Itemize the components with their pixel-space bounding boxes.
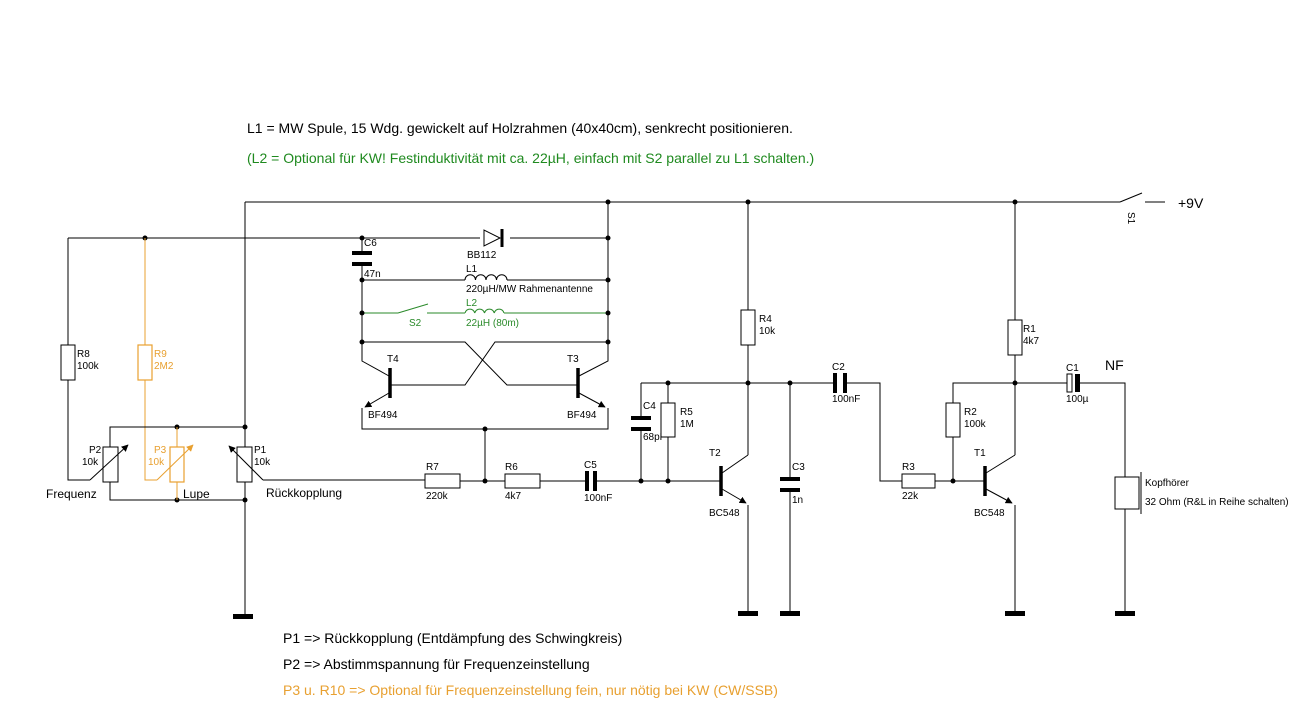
supply-label: +9V xyxy=(1178,195,1204,211)
capacitor-c1: C1 100µ xyxy=(1066,363,1126,477)
svg-text:S2: S2 xyxy=(409,318,422,329)
svg-text:T4: T4 xyxy=(387,354,399,365)
svg-text:2M2: 2M2 xyxy=(154,361,174,372)
svg-text:P2: P2 xyxy=(89,445,102,456)
svg-text:220µH/MW Rahmenantenne: 220µH/MW Rahmenantenne xyxy=(466,284,593,295)
svg-text:BB112: BB112 xyxy=(467,250,497,261)
svg-text:4k7: 4k7 xyxy=(1023,336,1040,347)
resistor-r5: R5 1M xyxy=(660,383,694,481)
svg-text:T2: T2 xyxy=(709,448,721,459)
resistor-r1: R1 4k7 xyxy=(1007,202,1040,455)
svg-text:R6: R6 xyxy=(505,462,518,473)
svg-text:R5: R5 xyxy=(680,407,693,418)
svg-text:R9: R9 xyxy=(154,349,167,360)
svg-text:Lupe: Lupe xyxy=(183,487,210,501)
svg-text:100nF: 100nF xyxy=(584,493,612,504)
svg-text:68pF: 68pF xyxy=(643,432,666,443)
resistor-r6: R6 4k7 xyxy=(504,462,585,502)
svg-text:BC548: BC548 xyxy=(709,508,740,519)
note-l1: L1 = MW Spule, 15 Wdg. gewickelt auf Hol… xyxy=(247,120,793,136)
svg-text:100nF: 100nF xyxy=(832,394,860,405)
svg-text:T3: T3 xyxy=(567,354,579,365)
potentiometer-p3[interactable]: P3 10k Lupe xyxy=(148,427,210,501)
svg-text:C1: C1 xyxy=(1066,363,1079,374)
resistor-r8: R8 100k xyxy=(60,238,100,481)
svg-text:220k: 220k xyxy=(426,491,449,502)
svg-text:BC548: BC548 xyxy=(974,508,1005,519)
s1-label: S1 xyxy=(1125,212,1136,225)
svg-text:47n: 47n xyxy=(364,269,381,280)
footer-p2: P2 => Abstimmspannung für Frequenzeinste… xyxy=(283,656,590,672)
potentiometer-p1[interactable]: P1 10k Rückkopplung xyxy=(228,445,425,500)
resistor-r3: R3 22k xyxy=(901,462,985,502)
headphone-output: Kopfhörer 32 Ohm (R&L in Reihe schalten) xyxy=(1114,472,1289,616)
footer-p3: P3 u. R10 => Optional für Frequenzeinste… xyxy=(283,682,778,698)
inductor-l1: L1 220µH/MW Rahmenantenne xyxy=(359,264,611,295)
svg-text:Rückkopplung: Rückkopplung xyxy=(266,486,342,500)
svg-text:22µH (80m): 22µH (80m) xyxy=(466,318,519,329)
resistor-r2: R2 100k xyxy=(945,380,1067,481)
capacitor-c4: C4 68pF xyxy=(631,383,666,481)
svg-text:1n: 1n xyxy=(792,495,803,506)
potentiometer-p2[interactable]: P2 10k Frequenz xyxy=(46,444,129,501)
capacitor-c3: C3 1n xyxy=(780,383,805,616)
svg-text:10k: 10k xyxy=(759,326,776,337)
svg-text:P3: P3 xyxy=(154,445,167,456)
svg-text:C2: C2 xyxy=(832,362,845,373)
svg-text:L1: L1 xyxy=(466,264,478,275)
svg-text:4k7: 4k7 xyxy=(505,491,522,502)
svg-text:R1: R1 xyxy=(1023,324,1036,335)
wire-tank-top xyxy=(68,202,609,342)
note-l2: (L2 = Optional für KW! Festinduktivität … xyxy=(247,150,814,166)
svg-text:Kopfhörer: Kopfhörer xyxy=(1145,478,1190,489)
svg-text:100k: 100k xyxy=(964,419,987,430)
oscillator-pair: T4 BF494 T3 BF494 xyxy=(359,339,611,481)
svg-text:C3: C3 xyxy=(792,462,805,473)
svg-text:C5: C5 xyxy=(584,460,597,471)
svg-text:32 Ohm (R&L in Reihe schalten): 32 Ohm (R&L in Reihe schalten) xyxy=(1145,497,1289,508)
svg-text:R3: R3 xyxy=(902,462,915,473)
svg-text:100µ: 100µ xyxy=(1066,394,1089,405)
svg-text:BF494: BF494 xyxy=(368,410,398,421)
diode-bb112: BB112 xyxy=(467,229,504,261)
svg-text:T1: T1 xyxy=(974,448,986,459)
svg-text:BF494: BF494 xyxy=(567,410,597,421)
svg-text:R4: R4 xyxy=(759,314,772,325)
svg-text:1M: 1M xyxy=(680,419,694,430)
transistor-t2: T2 BC548 xyxy=(709,448,758,616)
svg-text:10k: 10k xyxy=(82,457,99,468)
footer-p1: P1 => Rückkopplung (Entdämpfung des Schw… xyxy=(283,630,622,646)
svg-text:L2: L2 xyxy=(466,298,478,309)
supply-rail: S1 +9V xyxy=(245,192,1204,225)
capacitor-c5: C5 100nF xyxy=(584,460,720,504)
nf-label: NF xyxy=(1105,357,1124,373)
resistor-r7: R7 220k xyxy=(424,462,505,502)
svg-text:22k: 22k xyxy=(902,491,919,502)
svg-text:R7: R7 xyxy=(426,462,439,473)
svg-text:R2: R2 xyxy=(964,407,977,418)
capacitor-c2: C2 100nF xyxy=(832,362,860,405)
ground-1 xyxy=(233,614,253,619)
svg-text:10k: 10k xyxy=(148,457,165,468)
svg-text:Frequenz: Frequenz xyxy=(46,487,97,501)
transistor-t1: T1 BC548 xyxy=(974,448,1025,616)
svg-text:C6: C6 xyxy=(364,238,377,249)
wire-t2-collector xyxy=(641,382,902,482)
capacitor-c6: C6 47n xyxy=(352,238,381,342)
svg-text:10k: 10k xyxy=(254,457,271,468)
svg-text:P1: P1 xyxy=(254,445,267,456)
svg-text:R8: R8 xyxy=(77,349,90,360)
svg-text:100k: 100k xyxy=(77,361,100,372)
resistor-r4: R4 10k xyxy=(740,202,776,455)
inductor-l2-switch-s2[interactable]: S2 L2 22µH (80m) xyxy=(359,298,611,329)
wire-pot-bridge xyxy=(109,426,245,501)
svg-text:C4: C4 xyxy=(643,401,656,412)
resistor-r9: R9 2M2 xyxy=(137,238,174,481)
